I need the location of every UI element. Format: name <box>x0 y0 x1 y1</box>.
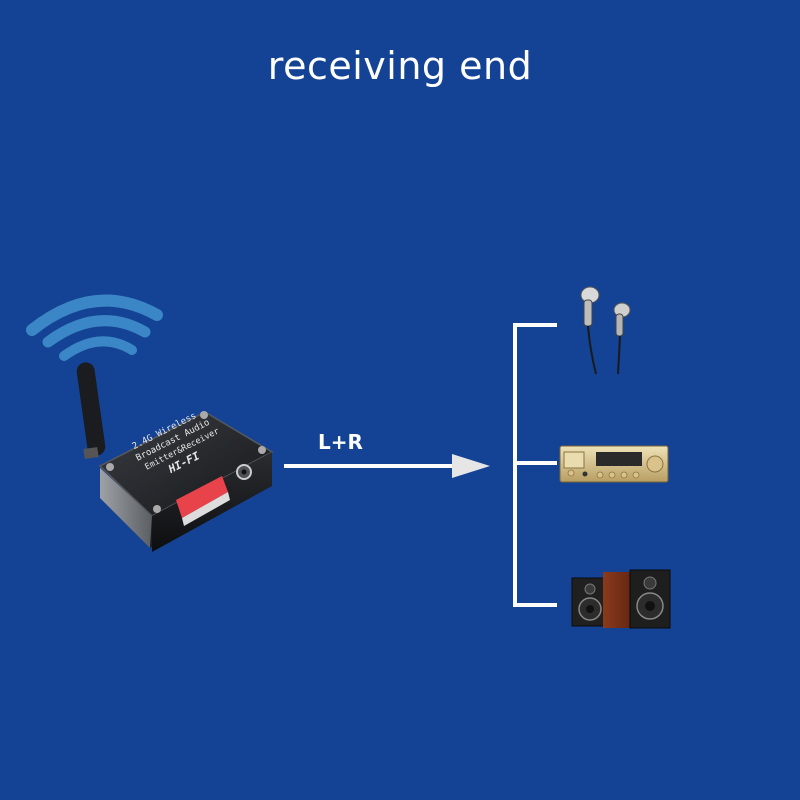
earphones-icon <box>580 286 631 375</box>
wifi-icon <box>26 294 163 361</box>
receiver-device: 2.4G Wireless Broadcast Audio Emitter&Re… <box>98 411 274 552</box>
output-bracket <box>513 323 557 607</box>
page-title: receiving end <box>267 44 533 88</box>
amplifier-icon <box>559 445 669 483</box>
dip-switch <box>176 476 230 526</box>
signal-label: L+R <box>318 430 363 454</box>
signal-arrow <box>284 454 490 478</box>
speakers-icon <box>571 569 671 629</box>
antenna-icon <box>76 362 106 459</box>
